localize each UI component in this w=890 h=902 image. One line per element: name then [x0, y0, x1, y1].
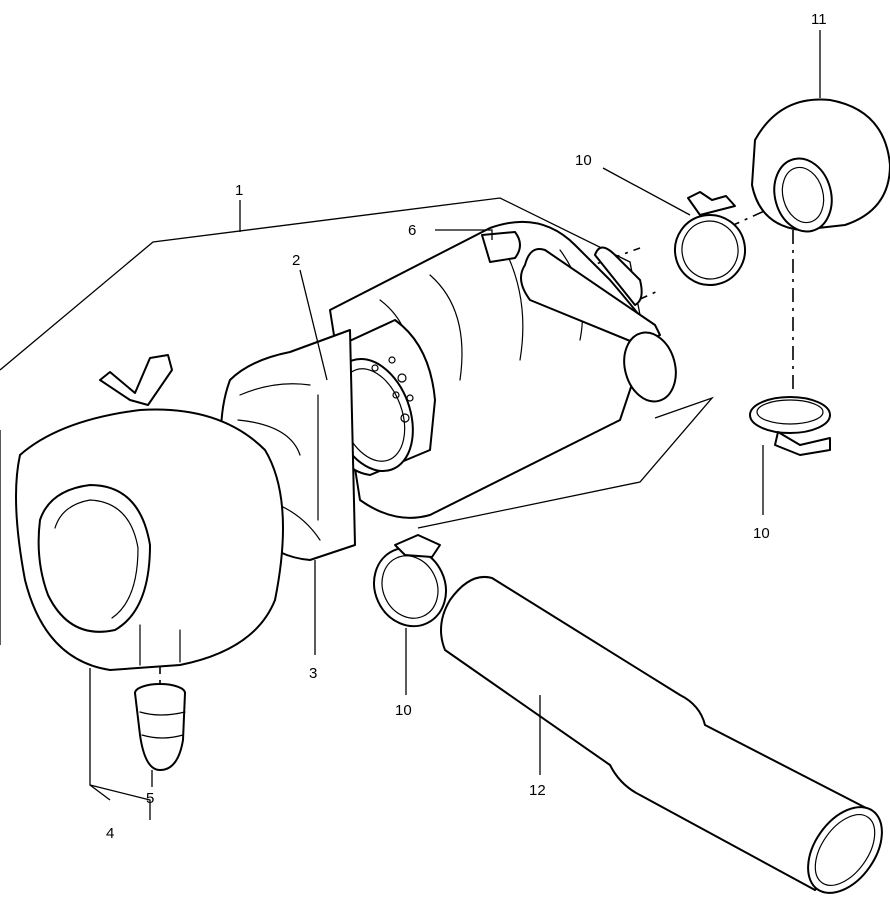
callout-6: 6: [408, 222, 416, 239]
callout-10-bottom: 10: [395, 702, 412, 719]
callout-2: 2: [292, 252, 300, 269]
callout-10-top: 10: [575, 152, 592, 169]
callout-4: 4: [106, 825, 114, 842]
callout-11: 11: [811, 11, 827, 28]
intake-hose: [440, 576, 883, 894]
callout-3: 3: [309, 665, 317, 682]
end-cover: [15, 354, 284, 671]
hose-clamp-right: [749, 396, 831, 456]
rain-cap: [751, 98, 890, 233]
callout-labels: 1 2 3 4 5 6 10 10 10 11 12: [106, 11, 827, 842]
callout-12: 12: [529, 782, 546, 799]
callout-1: 1: [235, 182, 243, 199]
callout-5: 5: [146, 790, 154, 807]
leader-lines: [89, 30, 821, 820]
dust-valve: [134, 683, 186, 771]
callout-10-right: 10: [753, 525, 770, 542]
hose-clamp-top: [674, 191, 746, 286]
hose-clamp-bottom: [373, 534, 447, 628]
